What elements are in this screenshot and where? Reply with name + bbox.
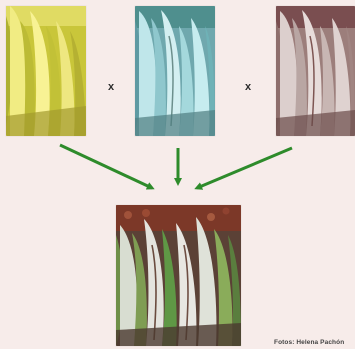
cyan-channel-corn-photo — [135, 6, 215, 136]
photo-credit: Fotos: Helena Pachón — [274, 339, 344, 346]
multiply-operator-2: x — [245, 82, 251, 93]
multiply-operator-1: x — [108, 82, 114, 93]
right-arrow — [197, 148, 292, 188]
magenta-channel-corn-photo — [276, 6, 355, 136]
yellow-channel-corn-photo — [6, 6, 86, 136]
combined-color-corn-photo — [116, 205, 241, 346]
left-arrow — [60, 145, 152, 188]
